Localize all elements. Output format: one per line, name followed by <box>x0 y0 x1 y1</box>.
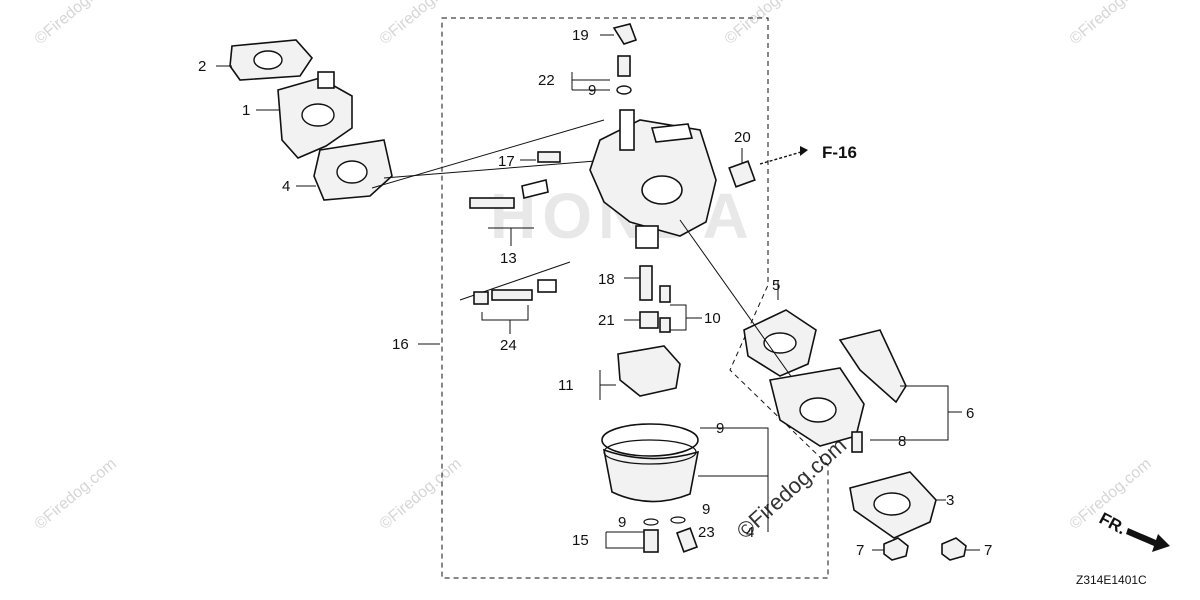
part-4-gasket <box>313 139 393 201</box>
part-13-pilot-screw <box>469 179 549 246</box>
callout-21: 21 <box>598 312 615 329</box>
front-direction-indicator: FR. <box>1096 509 1170 552</box>
part-23-bolt <box>670 516 699 553</box>
part-22-screw <box>571 55 632 95</box>
callout-7: 7 <box>984 542 992 559</box>
site-watermark: ©Firedog.com <box>1067 0 1155 48</box>
part-18-jet <box>624 265 653 301</box>
callout-5: 5 <box>772 277 780 294</box>
callout-9: 9 <box>702 501 710 518</box>
part-21-jet <box>624 311 659 329</box>
part-5-gasket <box>743 309 817 377</box>
part-20-filter <box>728 148 756 188</box>
leader <box>371 119 605 189</box>
front-arrow-icon <box>1126 528 1170 552</box>
part-17-screw <box>520 151 561 163</box>
callout-7: 7 <box>856 542 864 559</box>
callout-24: 24 <box>500 337 517 354</box>
callout-9: 9 <box>716 420 724 437</box>
part-10-needle-set <box>659 285 702 333</box>
callout-22: 22 <box>538 72 555 89</box>
callout-1: 1 <box>242 102 250 119</box>
callout-4: 4 <box>282 178 290 195</box>
part-9-float-bowl <box>601 423 700 503</box>
part-8-pin <box>851 431 863 453</box>
callout-10: 10 <box>704 310 721 327</box>
assembly-frame <box>441 17 829 579</box>
part-2-gasket <box>229 39 314 81</box>
part-6-bracket <box>769 329 962 447</box>
reference-arrow <box>759 146 809 165</box>
callout-labels: 2 1 4 19 22 9 20 F-16 17 13 18 5 21 10 2… <box>198 27 992 559</box>
callout-2: 2 <box>198 58 206 75</box>
leader <box>383 159 609 179</box>
site-watermark: ©Firedog.com <box>32 455 120 533</box>
part-11-float <box>599 345 681 400</box>
site-watermark: ©Firedog.com <box>377 0 465 48</box>
site-watermark: ©Firedog.com <box>722 0 810 48</box>
part-3-gasket <box>849 471 946 539</box>
callout-23: 23 <box>698 524 715 541</box>
part-1-insulator <box>277 71 353 159</box>
callout-9: 9 <box>618 514 626 531</box>
callout-20: 20 <box>734 129 751 146</box>
callout-13: 13 <box>500 250 517 267</box>
callout-6: 6 <box>966 405 974 422</box>
part-7-nut <box>872 537 909 561</box>
callout-16: 16 <box>392 336 409 353</box>
callout-15: 15 <box>572 532 589 549</box>
callout-17: 17 <box>498 153 515 170</box>
callout-19: 19 <box>572 27 589 44</box>
callout-9: 9 <box>588 82 596 99</box>
site-watermark: ©Firedog.com <box>377 455 465 533</box>
callout-8: 8 <box>898 433 906 450</box>
part-19-knob <box>600 23 638 45</box>
drawing-code: Z314E1401C <box>1076 573 1147 587</box>
site-watermark: ©Firedog.com <box>32 0 120 48</box>
reference-label: F-16 <box>822 143 857 162</box>
carburetor-body <box>589 109 717 249</box>
leader <box>216 65 440 345</box>
part-15-bolt <box>605 518 659 553</box>
part-7-nut <box>941 537 980 561</box>
callout-18: 18 <box>598 271 615 288</box>
part-24-screw-set <box>459 261 571 334</box>
callout-4: 4 <box>746 524 754 541</box>
leader <box>698 427 769 532</box>
callout-3: 3 <box>946 492 954 509</box>
callout-11: 11 <box>558 377 574 394</box>
